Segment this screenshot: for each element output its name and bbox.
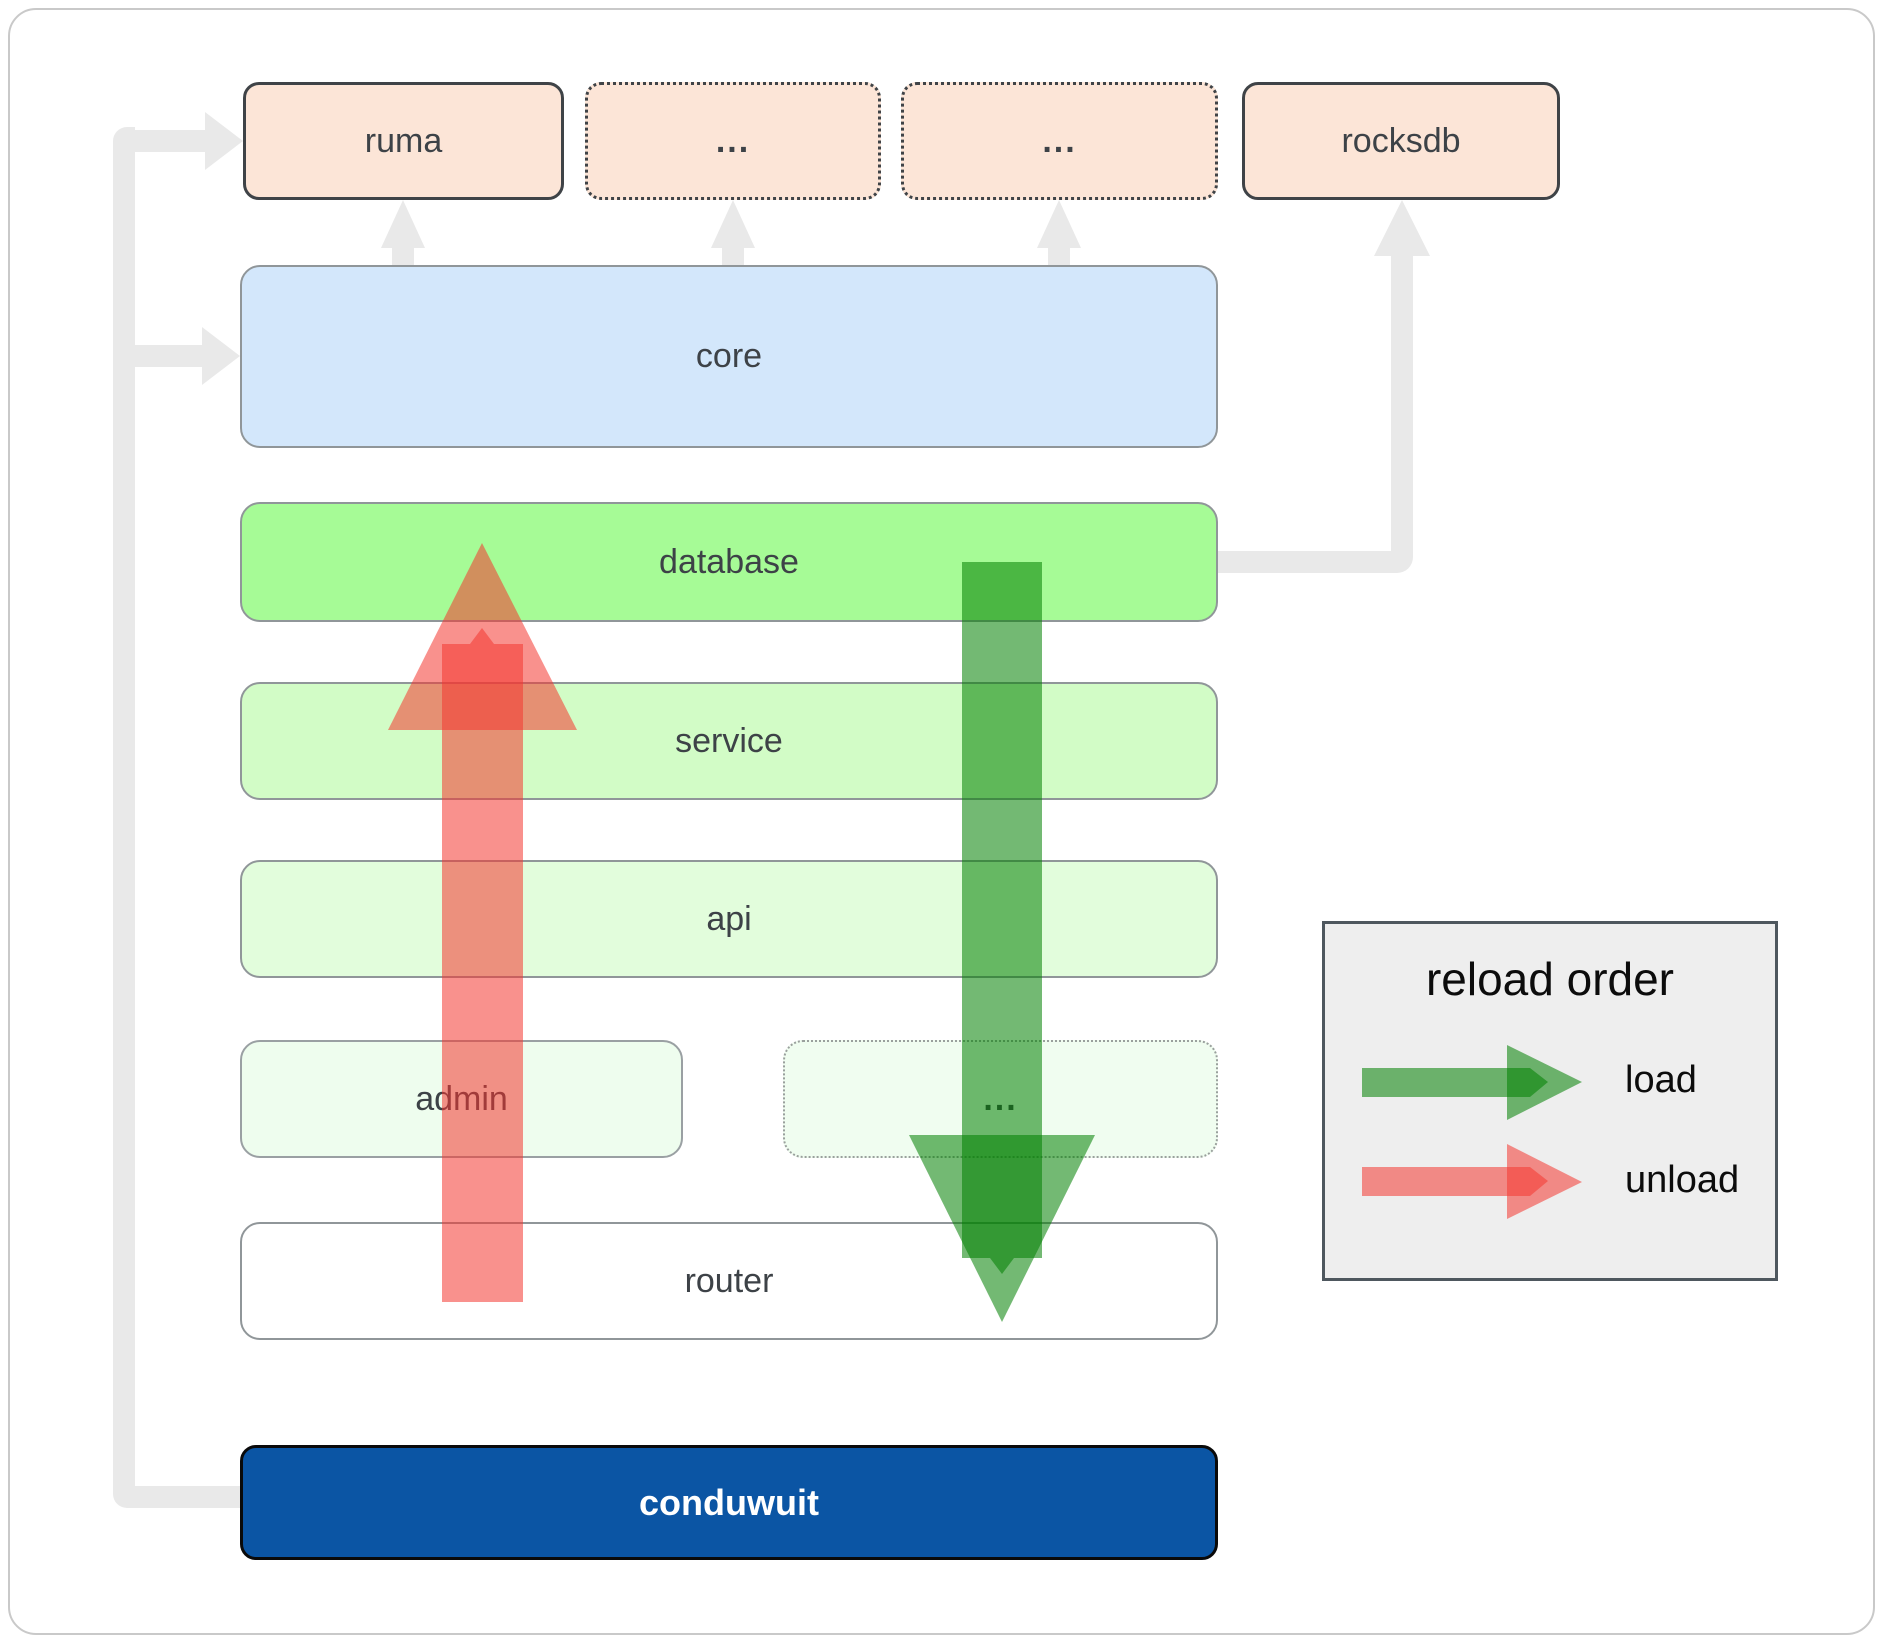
legend-load-label: load: [1625, 1059, 1697, 1101]
connector-left-spine: [113, 127, 135, 1508]
outer-frame: [8, 8, 1875, 1635]
connector-core-ruma: [392, 246, 414, 267]
node-ruma-label: ruma: [364, 121, 443, 160]
node-service-label: service: [675, 721, 783, 760]
node-conduwuit: conduwuit: [240, 1445, 1218, 1560]
legend-unload-label: unload: [1625, 1159, 1740, 1201]
node-core: core: [240, 265, 1218, 448]
node-admin: admin: [240, 1040, 683, 1158]
connector-branch-ruma: [127, 130, 205, 152]
node-admin-label: admin: [415, 1079, 508, 1118]
node-dots-top-1: ...: [585, 82, 881, 200]
node-rocksdb-label: rocksdb: [1341, 121, 1461, 160]
node-api-label: api: [706, 899, 752, 938]
connector-db-rocksdb-horizontal: [1218, 551, 1391, 573]
connector-core-dots2: [1048, 246, 1070, 267]
node-dots-top-2: ...: [901, 82, 1218, 200]
node-conduwuit-label: conduwuit: [639, 1481, 819, 1523]
node-dots-top-2-label: ...: [1042, 121, 1077, 160]
node-dots-top-1-label: ...: [715, 121, 751, 160]
node-database: database: [240, 502, 1218, 622]
connector-core-dots1: [722, 246, 744, 267]
node-dots-mid: ...: [783, 1040, 1218, 1158]
node-core-label: core: [695, 337, 763, 375]
node-dots-mid-label: ...: [983, 1079, 1018, 1118]
node-service: service: [240, 682, 1218, 800]
node-ruma: ruma: [243, 82, 564, 200]
connector-db-rocksdb-elbow: [1391, 551, 1413, 573]
node-api: api: [240, 860, 1218, 978]
legend-title: reload order: [1425, 953, 1675, 1005]
node-router-label: router: [684, 1261, 774, 1300]
connector-branch-conduwuit: [127, 1486, 243, 1508]
node-router: router: [240, 1222, 1218, 1340]
node-rocksdb: rocksdb: [1242, 82, 1560, 200]
node-database-label: database: [659, 542, 799, 581]
connector-branch-core: [127, 345, 202, 367]
connector-db-rocksdb-vertical: [1391, 254, 1413, 553]
